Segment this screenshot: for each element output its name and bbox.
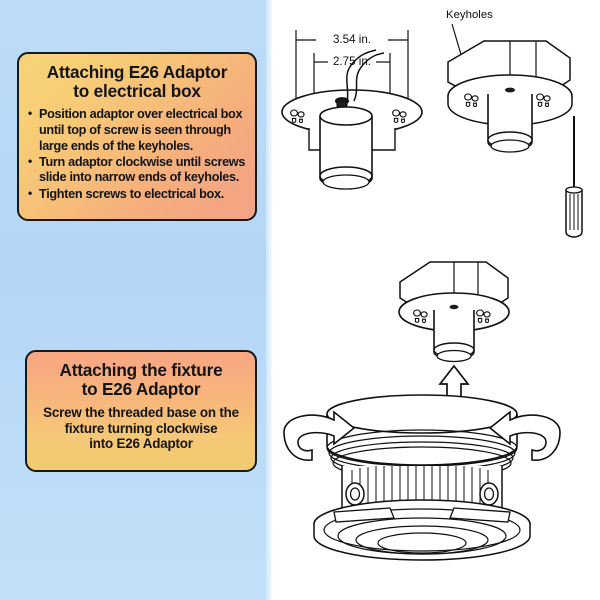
adaptor-socket-cylinder xyxy=(319,106,373,190)
adaptor-threaded-stub xyxy=(487,94,533,153)
adaptor-center-screw xyxy=(505,87,515,93)
fixture-bezel xyxy=(313,499,531,561)
adaptor-mid-threaded-stub xyxy=(433,310,475,363)
instruction-box-attach-fixture: Attaching the fixture to E26 Adaptor Scr… xyxy=(25,350,257,472)
light-fixture-assembly xyxy=(283,394,561,561)
dimension-outer: 3.54 in. xyxy=(296,33,408,46)
box-title-line1: Attaching the fixture xyxy=(59,360,223,380)
dimension-outer-label: 3.54 in. xyxy=(333,33,371,46)
box-title-line1: Attaching E26 Adaptor xyxy=(46,62,228,82)
electrical-box-assembly: 3.54 in. 2.75 in. xyxy=(281,30,423,190)
adaptor-mid-screw xyxy=(449,304,459,310)
box-title-line2: to electrical box xyxy=(73,80,201,101)
installation-diagram: 3.54 in. 2.75 in. xyxy=(281,9,583,561)
screwdriver-icon xyxy=(565,116,583,238)
diagram-area: 3.54 in. 2.75 in. xyxy=(272,0,600,600)
panel-edge-highlight xyxy=(266,0,273,600)
adaptor-mount-assembly xyxy=(398,261,510,401)
rotation-arrow-right xyxy=(488,410,561,461)
dimension-inner-label: 2.75 in. xyxy=(333,55,371,68)
instruction-bullet-list: Position adaptor over electrical box unt… xyxy=(19,100,255,202)
keyholes-label: Keyholes xyxy=(446,9,493,21)
box-title-attach-adaptor: Attaching E26 Adaptor to electrical box xyxy=(19,54,255,100)
list-item: Position adaptor over electrical box unt… xyxy=(28,106,248,154)
fixture-top-ellipse xyxy=(326,394,518,434)
box-title-line2: to E26 Adaptor xyxy=(81,378,201,399)
box-title-attach-fixture: Attaching the fixture to E26 Adaptor xyxy=(27,352,255,398)
dimension-inner: 2.75 in. xyxy=(314,55,390,68)
list-item: Tighten screws to electrical box. xyxy=(28,186,248,203)
box-subtitle-line2: fixture turning clockwise xyxy=(64,420,218,436)
box-subtitle-line1: Screw the threaded base on the xyxy=(43,405,239,421)
rotation-arrow-left xyxy=(283,410,356,461)
instruction-box-attach-adaptor: Attaching E26 Adaptor to electrical box … xyxy=(17,52,257,221)
box-subtitle-line3: into E26 Adaptor xyxy=(89,436,193,452)
box-subtitle-attach-fixture: Screw the threaded base on the fixture t… xyxy=(27,398,255,452)
fixture-bracket-arms xyxy=(333,507,511,523)
list-item: Turn adaptor clockwise until screws slid… xyxy=(28,154,248,186)
fixture-side-bosses xyxy=(345,482,499,506)
electrical-wires xyxy=(346,49,385,104)
adaptor-detail-assembly: Keyholes xyxy=(446,9,583,238)
